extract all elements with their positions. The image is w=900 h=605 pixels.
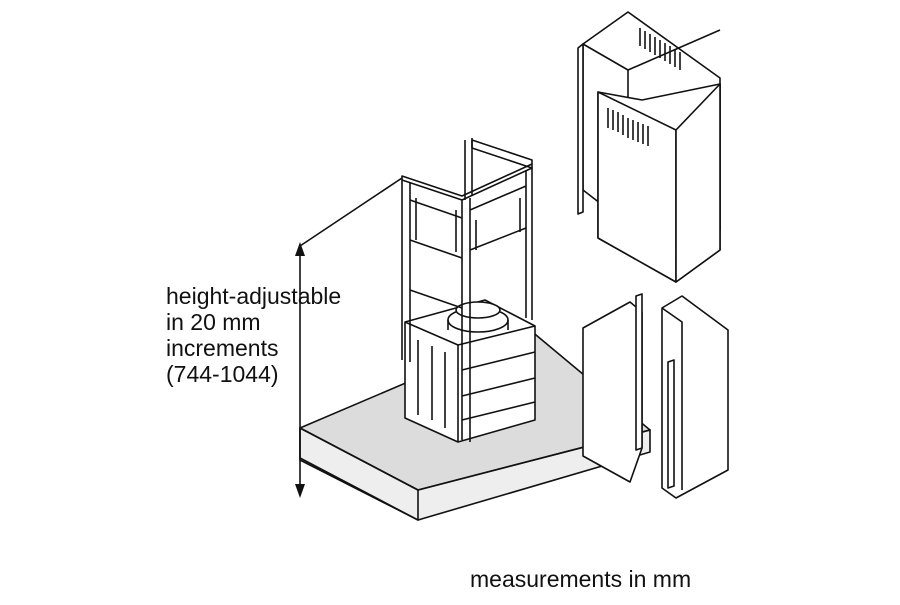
vent-slots-upper — [607, 28, 681, 146]
lower-chimney-left — [582, 293, 643, 483]
duct-collar — [447, 301, 509, 333]
annotation-line-4: (744-1044) — [166, 361, 279, 387]
upper-chimney-inner — [597, 28, 721, 283]
annotation-line-1: height-adjustable — [166, 283, 342, 309]
measurements-note: measurements in mm — [470, 566, 692, 592]
arrow-up-icon — [295, 242, 305, 256]
mounting-frame — [401, 138, 533, 442]
height-annotation: height-adjustable in 20 mm increments (7… — [166, 283, 341, 387]
height-dimension — [295, 177, 403, 498]
annotation-line-2: in 20 mm — [166, 309, 261, 335]
lower-chimney-right — [661, 295, 729, 499]
annotation-line-3: increments — [166, 335, 279, 361]
arrow-down-icon — [295, 484, 305, 498]
